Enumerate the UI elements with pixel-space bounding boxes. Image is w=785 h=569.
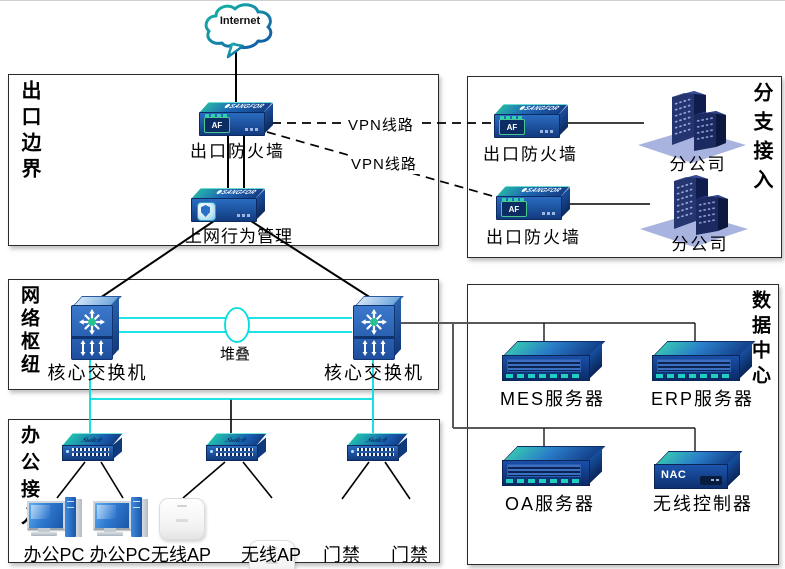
oa-server-label: OA服务器 [504, 494, 595, 514]
mes-server-label: MES服务器 [499, 389, 605, 409]
main-exit-firewall: SANGFOR AF [199, 101, 275, 136]
stack-arrows-icon [80, 340, 104, 356]
building-icon [638, 91, 746, 163]
internet-label: Internet [219, 15, 261, 27]
mes-server [502, 341, 606, 381]
access-switch-1: Switch [62, 433, 126, 463]
core-switch-left-label: 核心交换机 [47, 363, 148, 383]
core-switch-left [70, 296, 122, 360]
branch-firewall-2: SANGFOR AF [496, 185, 572, 220]
behavior-management-label: 上网行为管理 [185, 227, 293, 246]
erp-server [652, 341, 756, 381]
branch-company-1-label: 分公司 [669, 155, 727, 174]
building-icon [640, 175, 748, 247]
door-access-2-label: 门禁 [391, 545, 429, 565]
stack-arrows-icon [362, 340, 386, 356]
vpn-line-2-label: VPN线路 [349, 153, 419, 174]
branch-company-2 [638, 169, 750, 256]
office-pc-1 [27, 497, 83, 543]
branch-company-1 [636, 85, 748, 172]
af-badge: AF [499, 119, 525, 135]
access-switch-3: Switch [347, 433, 411, 463]
zone-branch-access-label: 分支接入 [750, 82, 772, 198]
af-badge: AF [204, 117, 230, 133]
wireless-controller: NAC [654, 451, 746, 489]
office-pc-1-label: 办公PC [23, 545, 85, 565]
zone-exit-border-label: 出口边界 [18, 80, 40, 184]
branch-firewall-1: SANGFOR AF [494, 103, 570, 138]
wireless-ap-2-label: 无线AP [240, 545, 301, 565]
branch-firewall-2-label: 出口防火墙 [486, 228, 581, 247]
zone-data-center-label: 数据中心 [749, 290, 770, 390]
zone-data-center: 数据中心 [467, 284, 779, 565]
wireless-ap-1-label: 无线AP [150, 545, 211, 565]
nac-badge: NAC [661, 469, 687, 481]
af-badge: AF [501, 201, 527, 217]
shield-icon [197, 202, 216, 221]
core-switch-right-label: 核心交换机 [324, 363, 424, 383]
hub-icon [361, 309, 387, 335]
vpn-line-1-label: VPN线路 [346, 114, 416, 135]
monitor-icon [27, 501, 65, 530]
door-access-1-label: 门禁 [323, 545, 361, 565]
branch-firewall-1-label: 出口防火墙 [483, 145, 578, 164]
wireless-controller-label: 无线控制器 [653, 494, 753, 514]
tower-icon [65, 497, 76, 537]
branch-company-2-label: 分公司 [671, 235, 729, 254]
office-pc-2-label: 办公PC [89, 545, 151, 565]
erp-server-label: ERP服务器 [650, 389, 754, 409]
main-exit-firewall-label: 出口防火墙 [190, 142, 285, 161]
internet-cloud: Internet [202, 2, 278, 60]
access-switch-2: Switch [206, 433, 270, 463]
wireless-ap-1 [159, 498, 205, 540]
monitor-icon [93, 501, 131, 530]
zone-network-hub: 网络枢纽 [8, 279, 439, 390]
wireless-ap-2 [249, 540, 295, 569]
core-switch-right [352, 296, 404, 360]
hub-icon [79, 309, 105, 335]
behavior-management: SANGFOR [191, 187, 267, 222]
stack-label: 堆叠 [220, 347, 251, 363]
tower-icon [131, 497, 142, 537]
oa-server [502, 446, 606, 486]
zone-network-hub-label: 网络枢纽 [18, 285, 39, 377]
office-pc-2 [93, 497, 149, 543]
cloud-icon [204, 3, 273, 59]
